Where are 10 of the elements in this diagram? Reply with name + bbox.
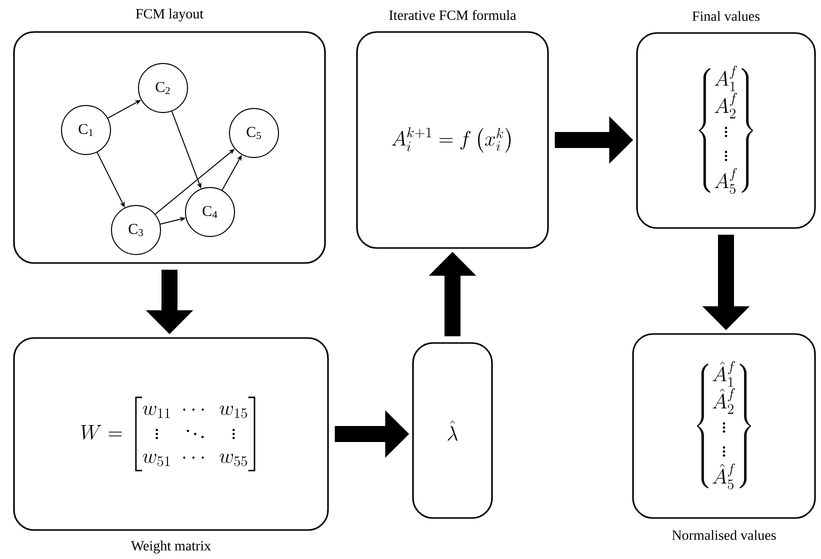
- box-caption: Normalised values: [672, 530, 776, 540]
- box-title: Final values: [692, 11, 760, 21]
- box-title: FCM layout: [136, 8, 204, 22]
- rounded-box: $\begin{Bmatrix}\hat{A}_1^f\\ \hat{A}_2^f\\ \vdots\\ \vdots\\ \hat{A}_5^f\end{Bmatrix}$: [632, 333, 816, 519]
- box-caption: Weight matrix: [130, 540, 211, 554]
- rounded-box: $A_i^{k+1}=f\left(x_i^k\right)$: [356, 31, 549, 249]
- rounded-box: $W=\begin{bmatrix}w_{11}&\cdots&w_{15}\\ \vdots&\ddots&\vdots\\ w_{51}&\cdots&w_{55}\end{bmatrix}$: [13, 337, 329, 531]
- rounded-box: $\hat{\lambda}$: [412, 342, 493, 519]
- rounded-box: $\begin{Bmatrix}A_1^f\\ A_2^f\\ \vdots\\ \vdots\\ A_5^f\end{Bmatrix}$: [636, 32, 816, 229]
- box-title: Iterative FCM formula: [389, 10, 516, 20]
